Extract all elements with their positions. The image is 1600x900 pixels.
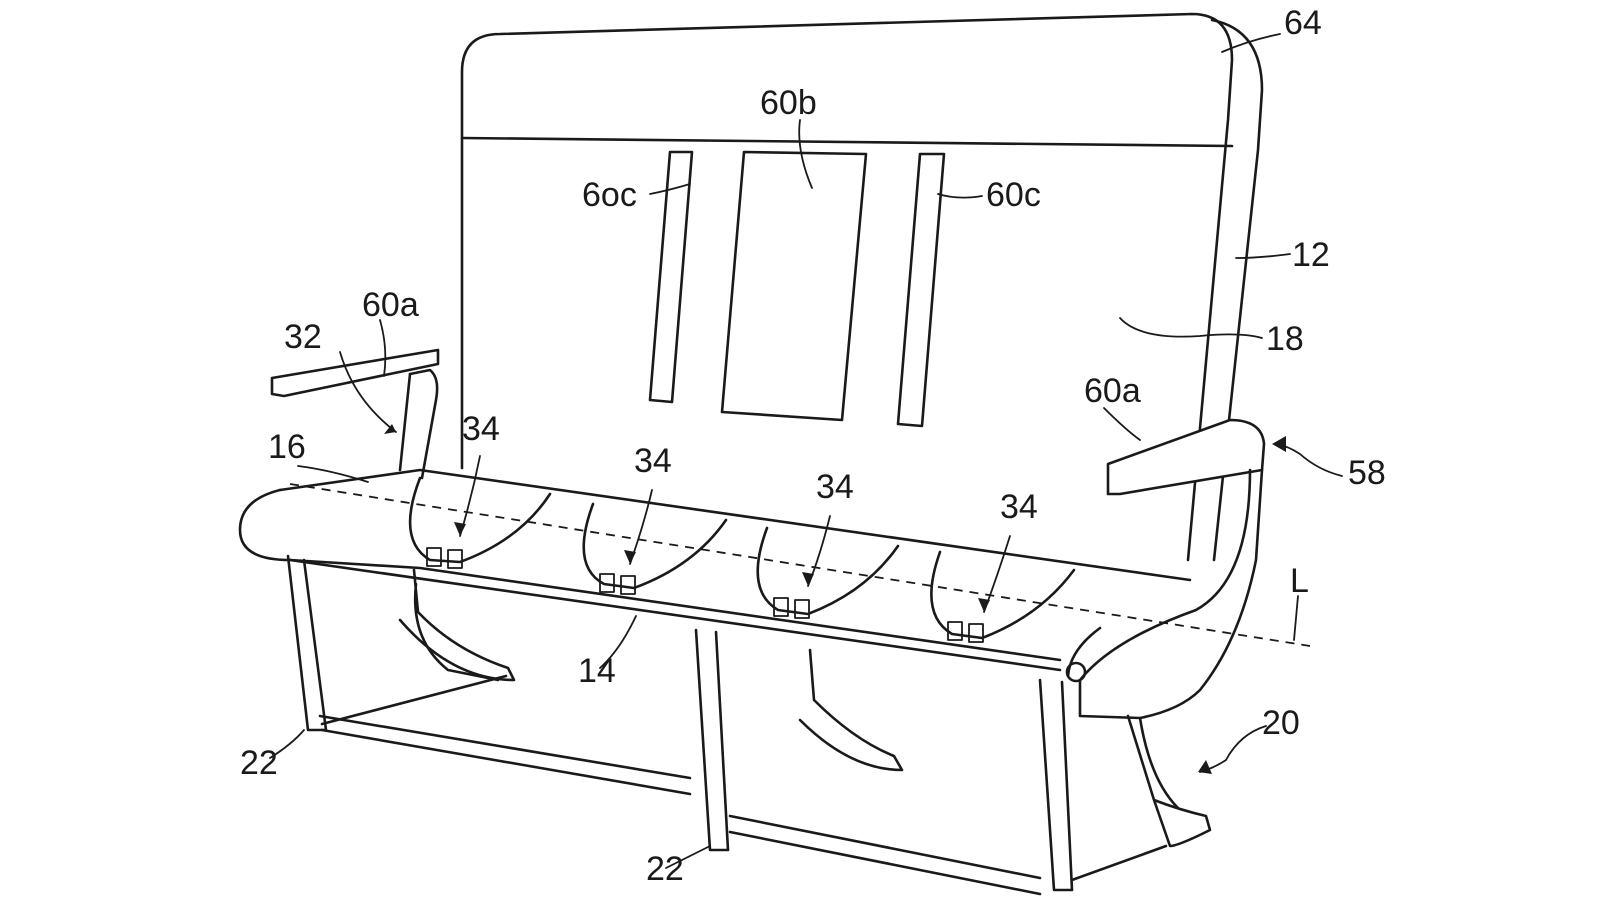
label-12: 12 xyxy=(1292,236,1330,274)
label-60a-right: 60a xyxy=(1084,372,1141,410)
leader-lines xyxy=(269,33,1343,869)
label-22-center: 22 xyxy=(646,850,684,888)
panel-60b xyxy=(720,150,868,422)
label-22-left: 22 xyxy=(240,744,278,782)
label-60a-left: 60a xyxy=(362,286,419,324)
label-16: 16 xyxy=(268,428,306,466)
backrest-panels xyxy=(648,150,946,428)
panel-60c-left xyxy=(648,150,694,404)
label-34-3: 34 xyxy=(816,468,854,506)
label-18: 18 xyxy=(1266,320,1304,358)
frame xyxy=(286,554,1212,896)
label-32: 32 xyxy=(284,318,322,356)
label-64: 64 xyxy=(1284,4,1322,42)
label-L: L xyxy=(1290,562,1309,600)
label-34-2: 34 xyxy=(634,442,672,480)
seat xyxy=(238,468,1192,672)
right-armrest xyxy=(1065,418,1266,720)
label-34-1: 34 xyxy=(462,410,500,448)
label-20: 20 xyxy=(1262,704,1300,742)
label-58: 58 xyxy=(1348,454,1386,492)
left-armrest xyxy=(270,348,440,480)
label-60b: 60b xyxy=(760,84,817,122)
reference-labels: 64 60b 6oc 60c 12 18 60a 60a 32 16 34 34… xyxy=(240,4,1386,888)
label-14: 14 xyxy=(578,652,616,690)
label-60c-right: 60c xyxy=(986,176,1041,214)
label-60c-left: 6oc xyxy=(582,176,637,214)
label-34-4: 34 xyxy=(1000,488,1038,526)
panel-60c-right xyxy=(896,152,946,428)
axis-L xyxy=(289,483,1311,647)
